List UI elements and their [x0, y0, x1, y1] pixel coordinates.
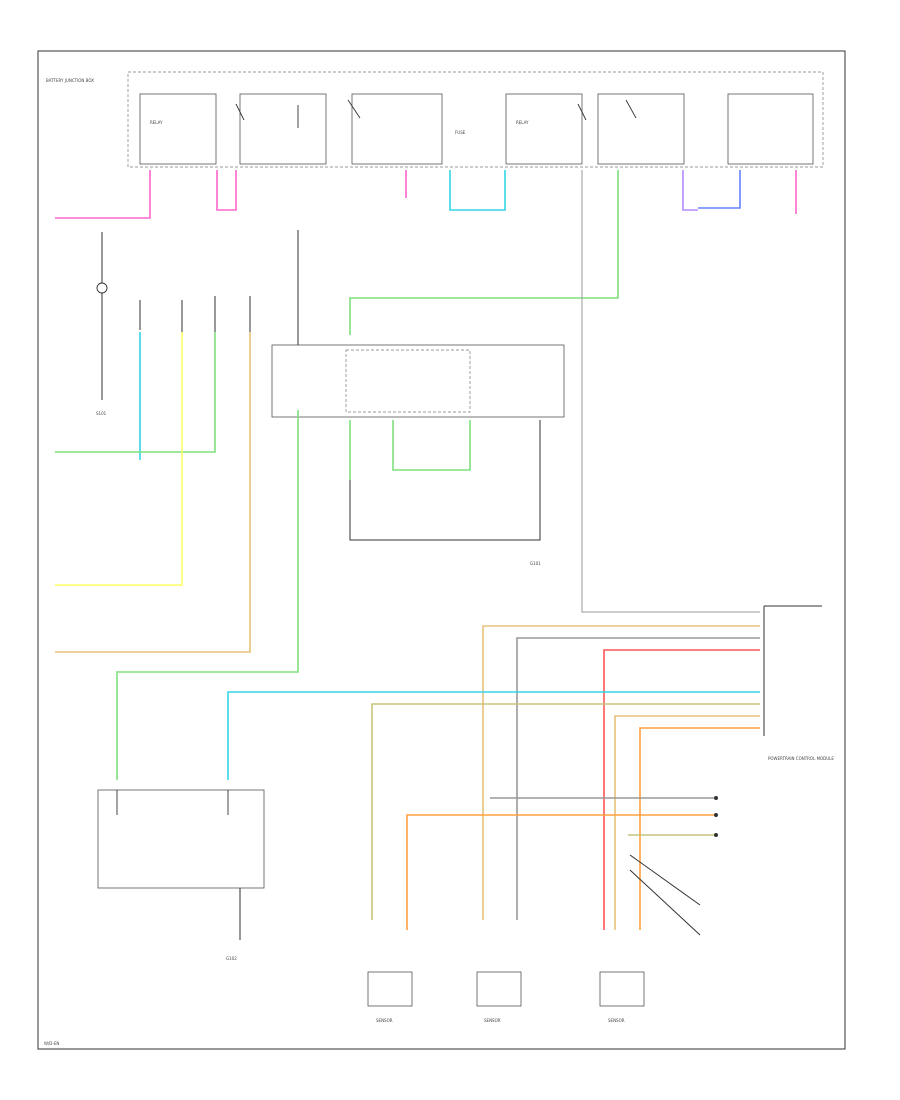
top-wires	[55, 170, 797, 335]
sensor3-label: SENSOR	[608, 1018, 625, 1023]
ground-g102-label: G102	[226, 956, 237, 961]
junction-box-label: BATTERY JUNCTION BOX	[46, 78, 94, 83]
blue-wire	[698, 170, 741, 209]
fuse-label: FUSE	[455, 130, 466, 135]
pcm-wires	[116, 410, 760, 930]
relay1-label: RELAY	[150, 120, 163, 125]
tan-wire-pcm-2	[614, 715, 760, 930]
splice-label: S101	[96, 411, 107, 416]
olive-wire-pcm	[371, 703, 760, 920]
footer-code: W/D-EN	[44, 1041, 59, 1046]
violet-wire	[682, 170, 698, 211]
lower-left-switches: G102	[97, 789, 265, 961]
left-circuit: S101	[55, 232, 251, 653]
red-wire-pcm	[603, 649, 760, 930]
gray-wire-right	[581, 170, 760, 613]
green-wire-left	[55, 332, 216, 453]
tan-wire-pcm	[482, 625, 760, 920]
sensor-wires	[406, 797, 714, 930]
yellow-wire-left	[55, 332, 183, 586]
relay2-label: RELAY	[516, 120, 529, 125]
cyan-wire-pcm	[227, 691, 760, 780]
diagram-frame	[37, 50, 846, 1050]
pcm-connector: POWERTRAIN CONTROL MODULE	[763, 605, 834, 761]
bottom-sensors: SENSOR SENSOR SENSOR	[367, 971, 645, 1023]
pink-wire-left	[55, 170, 151, 219]
green-wire-pcm	[116, 410, 299, 780]
sensor2-label: SENSOR	[484, 1018, 501, 1023]
gray-wire-pcm	[516, 637, 760, 920]
orange-wire-sensor	[406, 814, 714, 930]
green-wire-top	[349, 170, 619, 335]
junction-box: BATTERY JUNCTION BOX RELAY RELAY FUSE	[46, 71, 824, 168]
sensor1-label: SENSOR	[376, 1018, 393, 1023]
sensor-connectors	[629, 796, 718, 936]
orange-wire-pcm	[639, 727, 760, 930]
pink-wire-2	[216, 170, 237, 211]
pcm-label: POWERTRAIN CONTROL MODULE	[768, 756, 834, 761]
green-loop	[392, 420, 471, 471]
ground-g101-label: G101	[530, 561, 541, 566]
middle-module: G101	[271, 230, 565, 566]
cyan-wire-top	[449, 170, 506, 211]
tan-wire-left	[55, 332, 251, 653]
